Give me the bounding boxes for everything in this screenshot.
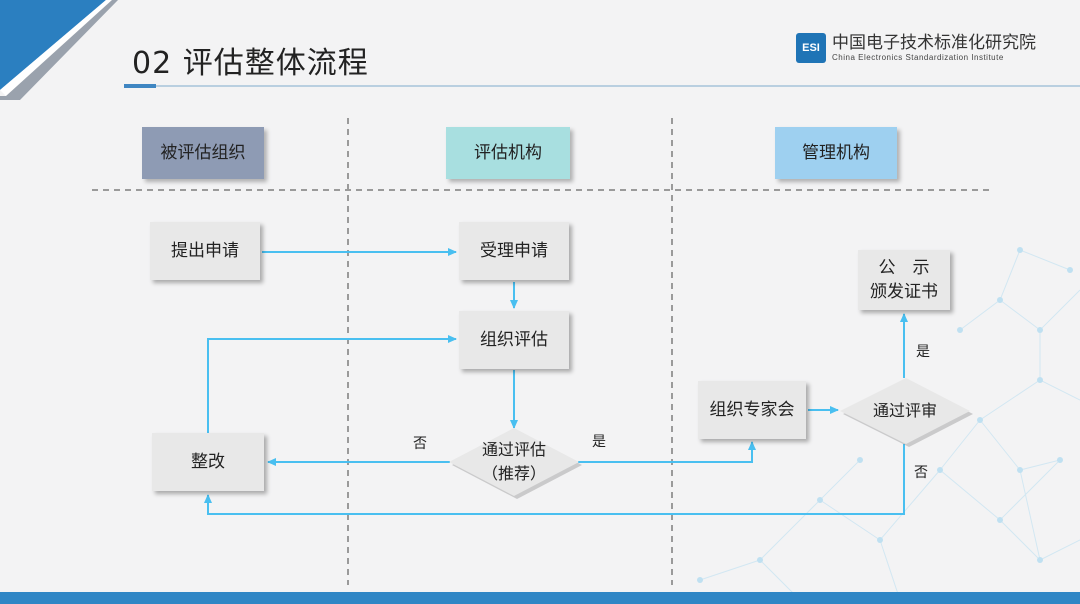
arrow-review-rectify [204, 444, 905, 515]
decision-pass-eval-label-1: 通过评估 [481, 440, 546, 459]
node-accept-application: 受理申请 [459, 222, 569, 280]
decision-pass-eval-label-2: （推荐） [481, 464, 546, 483]
logo-name-cn: 中国电子技术标准化研究院 [832, 33, 1036, 53]
node-rectify: 整改 [152, 433, 264, 491]
edge-label-review-yes: 是 [916, 344, 930, 360]
node-organize-label: 组织评估 [480, 330, 548, 350]
decision-pass-review-shape [840, 378, 973, 447]
decision-pass-review: 通过评审 [840, 396, 970, 426]
arrow-decision-expert [578, 441, 756, 463]
node-submit-application: 提出申请 [150, 222, 260, 280]
corner-decoration [0, 0, 118, 100]
lane-header-evaluation-agency: 评估机构 [446, 127, 570, 179]
edge-label-review-no: 否 [914, 465, 928, 481]
node-expert-label: 组织专家会 [709, 400, 795, 420]
title-underline [124, 85, 1080, 87]
title-underline-accent [124, 84, 156, 88]
network-dots [697, 247, 1073, 583]
institute-logo: ESI 中国电子技术标准化研究院 China Electronics Stand… [796, 33, 1046, 65]
node-organize-evaluation: 组织评估 [459, 311, 569, 369]
page-title: 02 评估整体流程 [132, 46, 369, 81]
logo-name-en: China Electronics Standardization Instit… [832, 53, 1004, 62]
edge-label-eval-yes: 是 [592, 434, 606, 450]
node-publish-label-2: 颁发证书 [870, 282, 938, 302]
esi-logo-icon: ESI [796, 33, 826, 63]
lane-header-management-agency: 管理机构 [775, 127, 897, 179]
decision-pass-eval: 通过评估 （推荐） [449, 438, 579, 486]
lane-header-evaluated-org: 被评估组织 [142, 127, 264, 179]
bottom-accent-bar [0, 592, 1080, 604]
arrow-rectify-organize [207, 335, 457, 434]
node-rectify-label: 整改 [191, 452, 225, 472]
node-accept-label: 受理申请 [480, 241, 548, 261]
node-expert-meeting: 组织专家会 [698, 381, 806, 439]
node-publish-certificate: 公 示 颁发证书 [858, 250, 950, 310]
node-submit-label: 提出申请 [171, 241, 239, 261]
node-publish-label-1: 公 示 [878, 258, 930, 278]
decision-pass-review-label: 通过评审 [872, 401, 937, 420]
decision-pass-eval-shape [449, 428, 582, 499]
edge-label-eval-no: 否 [413, 436, 427, 452]
